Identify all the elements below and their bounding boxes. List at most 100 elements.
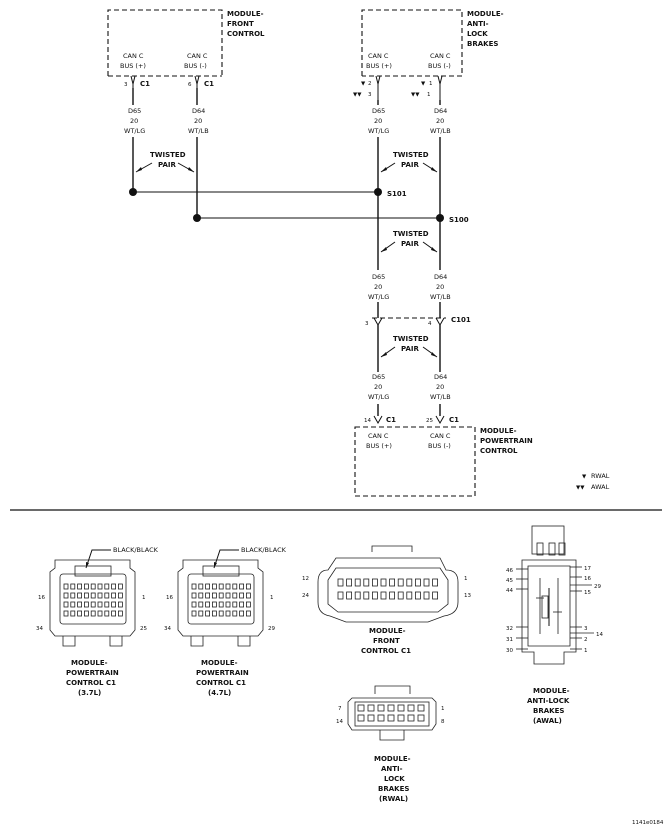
awal-pin-45: 45: [506, 578, 513, 584]
pin-cavity: [423, 578, 430, 587]
awal-pin-1: 1: [584, 648, 588, 654]
pcm47-caption-4: (4.7L): [208, 689, 231, 697]
pin-cavity: [225, 601, 231, 608]
fcm-pin-a: 3: [124, 82, 128, 88]
abs-pin-b1: 1: [429, 81, 433, 87]
pin-cavity: [84, 610, 89, 617]
pcm37-pin-grid: [63, 583, 123, 617]
pcm47-caption-3: CONTROL C1: [196, 679, 246, 687]
pcm47-pin-16: 16: [166, 595, 173, 601]
pin-cavity: [198, 583, 204, 590]
abs-pin-b1-marker: ▼: [421, 81, 426, 87]
pin-cavity: [346, 578, 353, 587]
abs-module: MODULE- ANTI- LOCK BRAKES CAN C BUS (+) …: [353, 9, 504, 100]
pin-cavity: [191, 583, 197, 590]
abs-can-c-pos-label: CAN C: [368, 52, 389, 60]
abs-d64-gauge: 20: [436, 117, 444, 125]
awal-pin-14: 14: [596, 632, 603, 638]
abs-wire-labels: D65 20 WT/LG D64 20 WT/LB: [368, 107, 451, 135]
pin-cavity: [205, 583, 211, 590]
mid-d65-gauge: 20: [374, 283, 382, 291]
pin-cavity: [417, 704, 425, 712]
front-control-title-3: CONTROL: [227, 30, 265, 38]
pin-cavity: [118, 583, 123, 590]
pin-cavity: [245, 592, 251, 599]
pin-cavity: [414, 591, 421, 600]
pcm-bus-pos-label: BUS (+): [366, 442, 392, 450]
pin-cavity: [77, 583, 82, 590]
fcm-caption-2: FRONT: [373, 637, 400, 645]
pin-cavity: [337, 591, 344, 600]
pin-cavity: [389, 591, 396, 600]
fcm-d64-circuit: D64: [192, 107, 205, 115]
pin-cavity: [417, 714, 425, 722]
pin-cavity: [225, 592, 231, 599]
pin-cavity: [198, 592, 204, 599]
connector-view-pcm-4-7l: BLACK/BLACK 16 1 34 29 MODULE- POWERTRAI…: [164, 546, 287, 697]
abs-title-4: BRAKES: [467, 40, 498, 48]
abs-title-2: ANTI-: [467, 20, 489, 28]
pin-cavity: [111, 592, 116, 599]
fcm-d65-color: WT/LG: [124, 127, 145, 135]
awal-pin-31: 31: [506, 637, 513, 643]
pin-cavity: [245, 583, 251, 590]
abs-d64-color: WT/LB: [430, 127, 451, 135]
pcm37-caption-1: MODULE-: [71, 659, 108, 667]
pin-cavity: [367, 714, 375, 722]
rwal-pin-grid: [357, 704, 425, 722]
low-d65-gauge: 20: [374, 383, 382, 391]
pin-cavity: [245, 610, 251, 617]
awal-pin-17: 17: [584, 566, 591, 572]
legend: ▼ RWAL ▼▼ AWAL: [576, 472, 610, 491]
twisted-pair-mid-label-2: PAIR: [401, 240, 420, 248]
pin-cavity: [211, 583, 217, 590]
pin-cavity: [205, 592, 211, 599]
twisted-pair-mid-label-1: TWISTED: [393, 230, 429, 238]
twisted-pair-low: TWISTED PAIR: [380, 335, 438, 358]
pin-cavity: [218, 610, 224, 617]
splice-s101-label: S101: [387, 190, 407, 198]
abs-pin-b2: 1: [427, 92, 431, 98]
fcm-wire-labels: D65 20 WT/LG D64 20 WT/LB: [124, 107, 209, 135]
fcm-view-pin-24: 24: [302, 593, 309, 599]
pcm47-pin-1: 1: [270, 595, 274, 601]
awal-caption-3: BRAKES: [533, 707, 564, 715]
pin-cavity: [191, 601, 197, 608]
pin-cavity: [198, 610, 204, 617]
fcm-d65-gauge: 20: [130, 117, 138, 125]
fcm-pin-b: 6: [188, 82, 192, 88]
pin-cavity: [70, 592, 76, 599]
pin-cavity: [191, 592, 197, 599]
awal-pin-29: 29: [594, 584, 601, 590]
pin-cavity: [239, 583, 245, 590]
connector-view-pcm-3-7l: BLACK/BLACK 16 1 34 25 MODULE- POWERTRAI…: [36, 546, 159, 697]
pin-cavity: [337, 578, 344, 587]
pin-cavity: [97, 601, 103, 608]
pcm37-caption-3: CONTROL C1: [66, 679, 116, 687]
pin-cavity: [90, 592, 96, 599]
awal-pin-32: 32: [506, 626, 513, 632]
rwal-caption-5: (RWAL): [379, 795, 408, 803]
pcm37-pin-1: 1: [142, 595, 146, 601]
pin-cavity: [387, 704, 395, 712]
awal-lead-lines: [516, 566, 594, 650]
pin-cavity: [406, 578, 413, 587]
twisted-pair-rt-label-2: PAIR: [401, 161, 420, 169]
low-d64-circuit: D64: [434, 373, 447, 381]
pin-cavity: [367, 704, 375, 712]
pin-cavity: [357, 704, 365, 712]
pin-cavity: [406, 591, 413, 600]
twisted-pair-low-label-1: TWISTED: [393, 335, 429, 343]
pin-cavity: [397, 578, 404, 587]
pin-cavity: [205, 601, 211, 608]
pcm37-caption-2: POWERTRAIN: [66, 669, 119, 677]
pcm47-caption-1: MODULE-: [201, 659, 238, 667]
pin-cavity: [407, 714, 415, 722]
pin-cavity: [357, 714, 365, 722]
low-wire-labels: D65 20 WT/LG D64 20 WT/LB: [368, 373, 451, 401]
twisted-pair-right-top: TWISTED PAIR: [380, 151, 438, 173]
low-d64-color: WT/LB: [430, 393, 451, 401]
front-control-title-2: FRONT: [227, 20, 254, 28]
powertrain-module: 14 C1 25 C1 CAN C BUS (+) CAN C BUS (-) …: [354, 415, 533, 497]
